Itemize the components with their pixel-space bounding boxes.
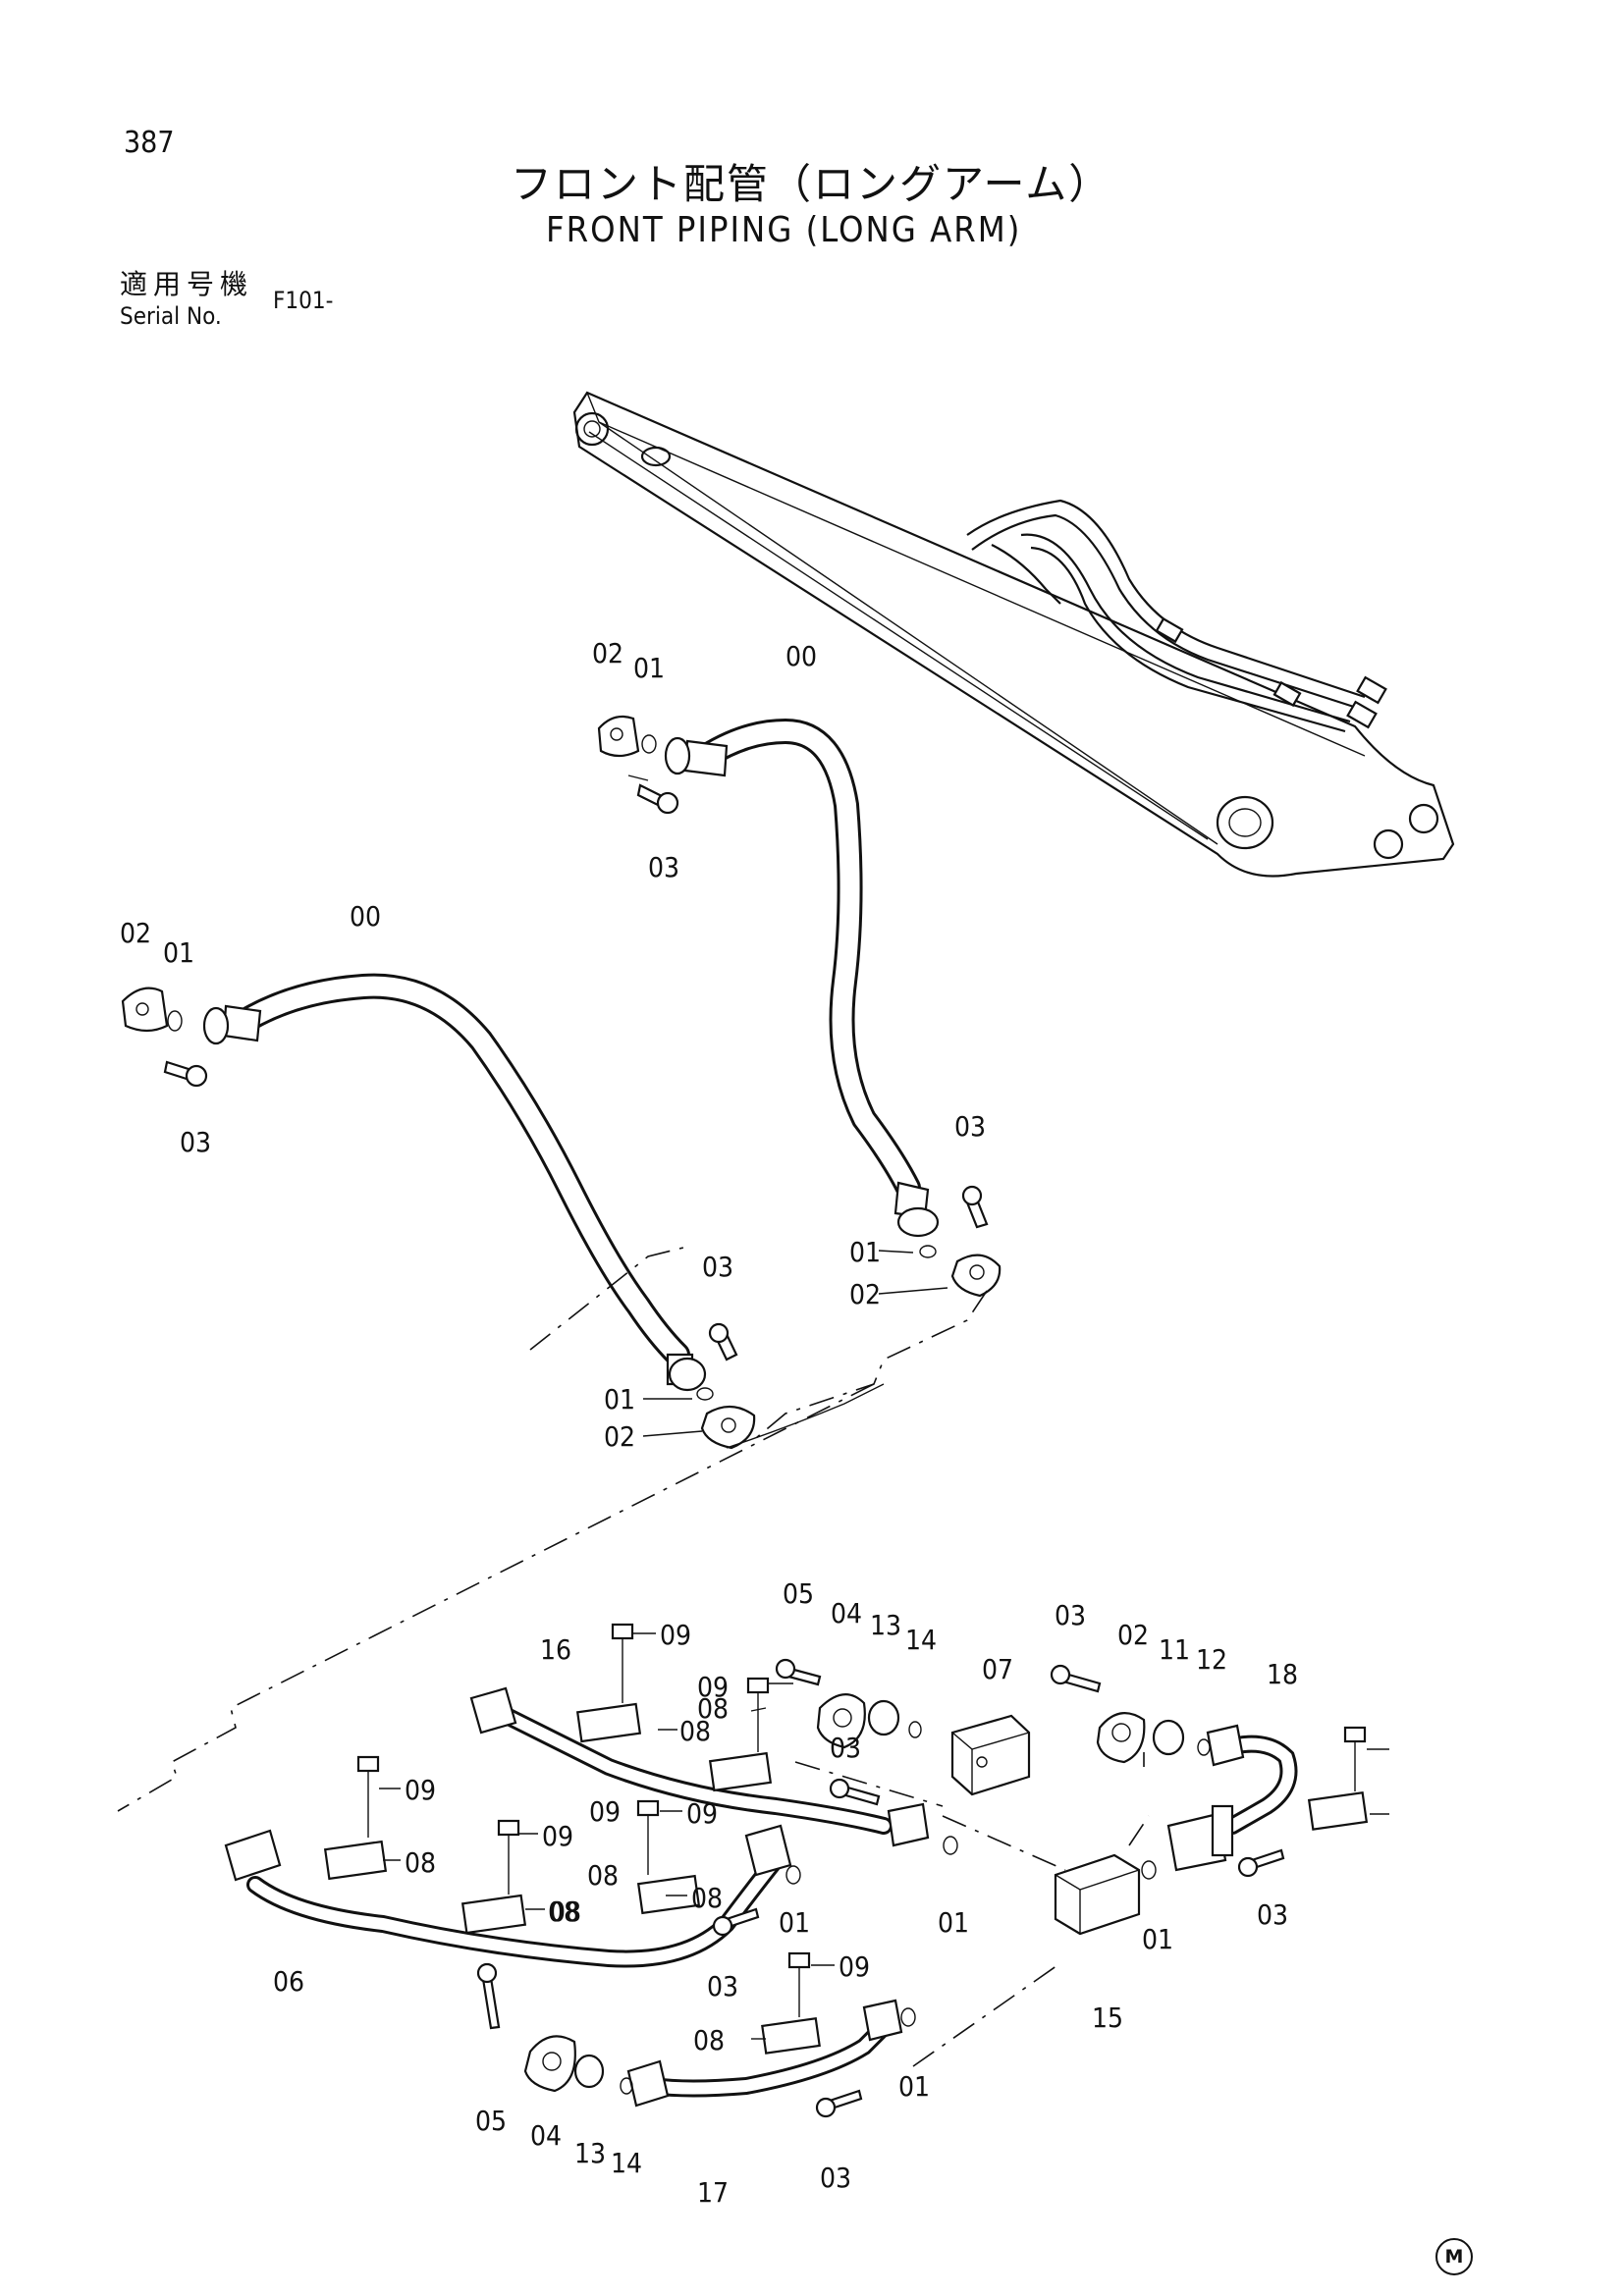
callout-c24: 18 bbox=[1267, 1658, 1298, 1690]
page-title-japanese: フロント配管（ロングアーム） bbox=[511, 160, 1112, 208]
lower-pipe-assembly bbox=[224, 1623, 1369, 2118]
callout-c34: 08 bbox=[548, 1896, 579, 1928]
page-title-english: FRONT PIPING (LONG ARM) bbox=[546, 210, 1022, 250]
callout-c10: 01 bbox=[849, 1236, 881, 1268]
callout-c9: 03 bbox=[954, 1110, 986, 1143]
callout-c32: 08 bbox=[405, 1846, 436, 1879]
serial-number-value: F101- bbox=[273, 287, 334, 314]
callout-c33: 09 bbox=[542, 1820, 573, 1852]
callout-c44: 06 bbox=[273, 1965, 304, 1998]
callout-c38: 09 bbox=[686, 1797, 718, 1830]
callout-c4: 03 bbox=[648, 851, 679, 883]
callout-c54: 17 bbox=[697, 2176, 729, 2209]
callout-c16: 04 bbox=[831, 1597, 862, 1629]
left-hose-assembly bbox=[121, 973, 756, 1450]
callout-c48: 08 bbox=[693, 2024, 725, 2056]
callout-c2: 01 bbox=[633, 652, 665, 684]
callout-c12: 03 bbox=[702, 1251, 733, 1283]
callout-c3: 00 bbox=[785, 640, 817, 672]
callout-c52: 13 bbox=[574, 2137, 606, 2169]
callout-c37: 08 bbox=[550, 1896, 581, 1928]
callout-c30: 03 bbox=[830, 1732, 861, 1764]
circled-m-mark: M bbox=[1435, 2238, 1473, 2275]
callout-c5: 02 bbox=[120, 917, 151, 949]
callout-c19: 07 bbox=[982, 1653, 1013, 1685]
callout-c15: 05 bbox=[783, 1577, 814, 1610]
callout-c49: 01 bbox=[898, 2070, 930, 2103]
callout-c53: 14 bbox=[611, 2147, 642, 2179]
page-number: 387 bbox=[124, 126, 175, 160]
callout-c22: 11 bbox=[1159, 1633, 1190, 1666]
callout-c21: 02 bbox=[1117, 1619, 1149, 1651]
callout-c27: 09 bbox=[697, 1671, 729, 1703]
callout-c51: 04 bbox=[530, 2119, 562, 2152]
callout-c41: 01 bbox=[938, 1906, 969, 1939]
callout-c7: 00 bbox=[350, 900, 381, 933]
callout-labels: 02 01 00 03 02 01 00 03 03 01 02 03 01 0… bbox=[120, 637, 1298, 2209]
callout-c28: 08 bbox=[679, 1715, 711, 1747]
callout-c25: 09 bbox=[660, 1619, 691, 1651]
leader-lines bbox=[379, 1250, 1389, 2040]
connection-lines bbox=[117, 1246, 1150, 2067]
callout-c1: 02 bbox=[592, 637, 623, 669]
callout-c17: 13 bbox=[870, 1609, 901, 1641]
callout-c39: 08 bbox=[691, 1882, 723, 1914]
callout-c47: 09 bbox=[839, 1950, 870, 1983]
callout-c46: 15 bbox=[1092, 2002, 1123, 2034]
serial-label-japanese: 適用号機 bbox=[120, 268, 254, 300]
excavator-arm-illustration bbox=[572, 391, 1455, 878]
callout-c8: 03 bbox=[180, 1126, 211, 1158]
callout-c14: 02 bbox=[604, 1420, 635, 1453]
upper-hose-assembly bbox=[597, 715, 1001, 1298]
callout-c26: 16 bbox=[540, 1633, 571, 1666]
callout-c36: 08 bbox=[587, 1859, 619, 1892]
callout-c50: 05 bbox=[475, 2105, 507, 2137]
callout-c13: 01 bbox=[604, 1383, 635, 1415]
callout-c18: 14 bbox=[905, 1624, 937, 1656]
callout-c31: 09 bbox=[405, 1774, 436, 1806]
callout-c23: 12 bbox=[1196, 1643, 1227, 1676]
callout-c42: 01 bbox=[1142, 1923, 1173, 1955]
callout-c11: 02 bbox=[849, 1278, 881, 1310]
callout-c45: 03 bbox=[707, 1970, 738, 2002]
callout-c55: 03 bbox=[820, 2162, 851, 2194]
callout-c29: 08 bbox=[697, 1692, 729, 1725]
serial-label-english: Serial No. bbox=[120, 302, 222, 330]
callout-c43: 03 bbox=[1257, 1898, 1288, 1931]
callout-c40: 01 bbox=[779, 1906, 810, 1939]
callout-c35: 09 bbox=[589, 1795, 621, 1828]
callout-c20: 03 bbox=[1055, 1599, 1086, 1631]
callout-c6: 01 bbox=[163, 936, 194, 969]
